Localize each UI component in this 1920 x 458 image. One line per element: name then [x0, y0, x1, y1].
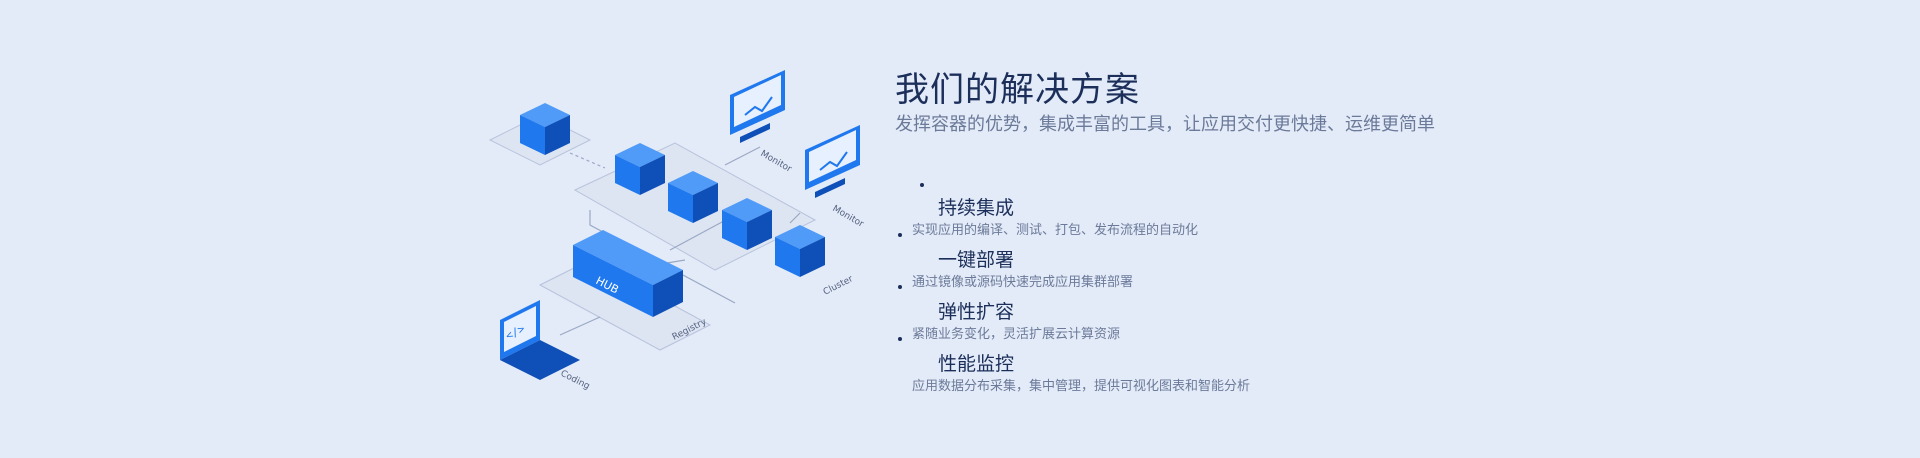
- bullet-icon: [898, 337, 902, 341]
- page-title: 我们的解决方案: [895, 70, 1140, 110]
- cube-cluster-4: [775, 225, 825, 277]
- hub-block: HUB: [573, 230, 683, 317]
- feature-title: 持续集成: [938, 197, 1015, 219]
- coding-label: Coding: [559, 369, 592, 392]
- bullet-icon: [898, 285, 902, 289]
- feature-item: 弹性扩容 紧随业务变化，灵活扩展云计算资源: [898, 279, 1398, 342]
- feature-item: 性能监控 应用数据分布采集，集中管理，提供可视化图表和智能分析: [898, 331, 1398, 394]
- bullet-icon: [920, 183, 924, 187]
- monitor-top-label: Monitor: [759, 149, 794, 175]
- feature-item: 一键部署 通过镜像或源码快速完成应用集群部署: [898, 227, 1398, 290]
- page-subtitle: 发挥容器的优势，集成丰富的工具，让应用交付更快捷、运维更简单: [895, 114, 1435, 135]
- feature-title: 弹性扩容: [938, 301, 1015, 323]
- laptop: </> Coding: [500, 300, 591, 392]
- monitor-top: Monitor: [730, 70, 793, 175]
- connector-lines: [559, 146, 801, 336]
- cluster-label: Cluster: [822, 274, 855, 298]
- feature-desc: 应用数据分布采集，集中管理，提供可视化图表和智能分析: [912, 379, 1251, 394]
- cube-top-left: [520, 103, 570, 155]
- feature-desc: 实现应用的编译、测试、打包、发布流程的自动化: [912, 223, 1199, 238]
- architecture-illustration: HUB Monitor Monitor </> Coding Registry: [488, 70, 865, 392]
- feature-list: 持续集成 实现应用的编译、测试、打包、发布流程的自动化 一键部署 通过镜像或源码…: [898, 175, 1398, 394]
- monitor-right-label: Monitor: [831, 204, 866, 230]
- feature-desc: 通过镜像或源码快速完成应用集群部署: [912, 275, 1134, 290]
- cube-cluster-3: [722, 198, 772, 250]
- feature-desc: 紧随业务变化，灵活扩展云计算资源: [912, 327, 1121, 342]
- monitor-right: Monitor: [805, 125, 865, 230]
- feature-title: 一键部署: [938, 249, 1015, 271]
- cube-cluster-1: [615, 143, 665, 195]
- bullet-icon: [898, 233, 902, 237]
- feature-item: 持续集成 实现应用的编译、测试、打包、发布流程的自动化: [898, 175, 1398, 238]
- cube-cluster-2: [668, 171, 718, 223]
- feature-title: 性能监控: [938, 353, 1015, 375]
